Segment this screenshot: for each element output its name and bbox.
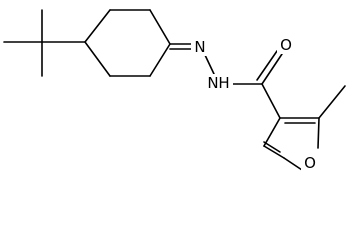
bond-c-o-double-b — [256, 50, 278, 81]
atom-label-n-imine: N — [194, 38, 205, 56]
bond-furan-c5-c4-inner — [263, 141, 281, 153]
bond-furan-c2-o — [317, 117, 320, 149]
bond-ring-3 — [149, 9, 171, 45]
bond-ring-4 — [149, 43, 171, 77]
atom-label-h-amide: H — [218, 74, 229, 92]
bond-furan-o-c5 — [283, 157, 303, 171]
bond-n-n — [204, 54, 215, 75]
atom-label-o-carbonyl: O — [280, 36, 292, 54]
bond-ring-6 — [84, 41, 111, 77]
bond-furan-c4-c3 — [263, 117, 281, 147]
bond-c-o-double-a — [261, 53, 283, 85]
bond-furan-c5-c4 — [263, 145, 285, 159]
molecule-drawing: N N H O O — [3, 9, 346, 174]
bond-carbonyl-c-furan — [261, 83, 281, 119]
bond-methyl-furan — [318, 85, 346, 119]
atom-label-n-amide: N — [207, 74, 218, 92]
bond-ring-1 — [84, 9, 111, 43]
atom-label-o-furan: O — [304, 154, 316, 172]
structure-diagram: N N H O O — [3, 9, 346, 174]
